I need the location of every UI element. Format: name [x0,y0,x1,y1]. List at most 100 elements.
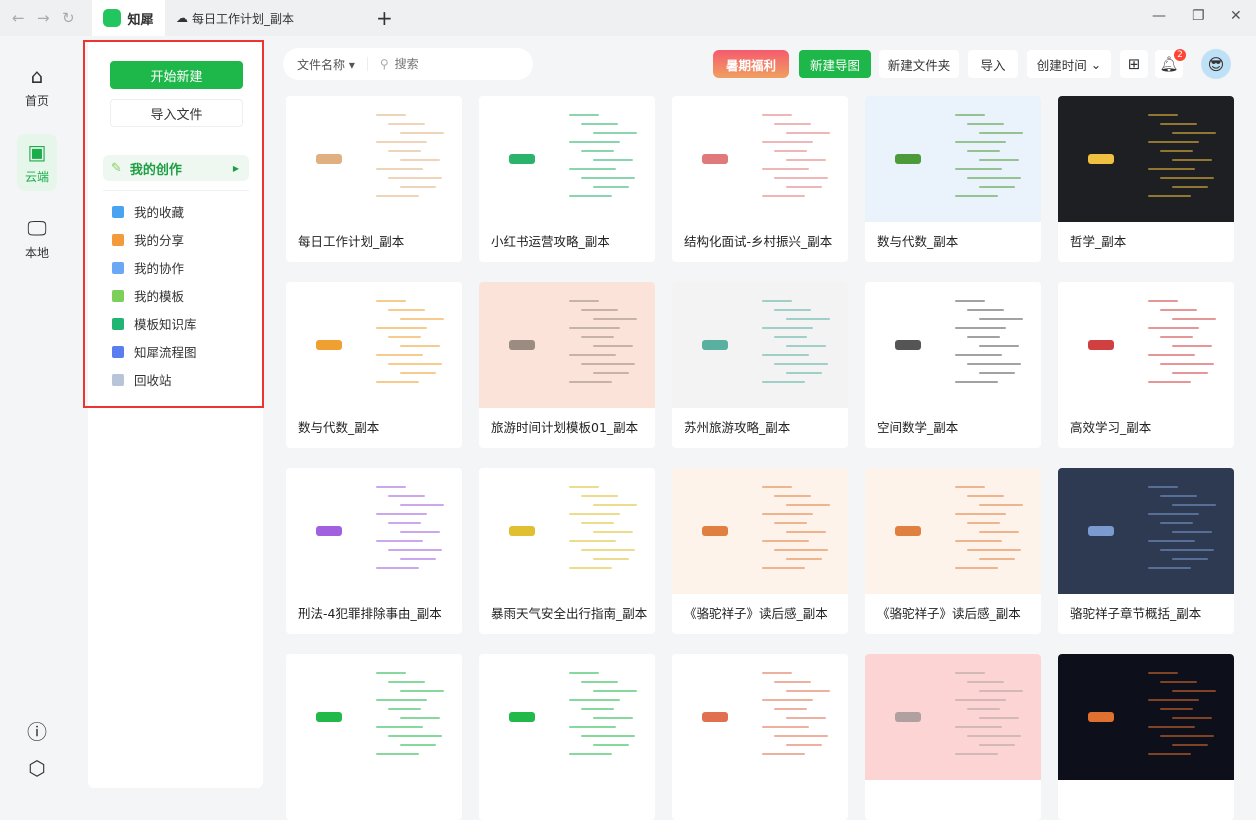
restore-icon[interactable]: ❐ [1192,8,1205,24]
promo-banner[interactable]: 暑期福利 [713,50,789,78]
card-thumbnail [1058,282,1234,408]
help-icon[interactable]: ⓘ [27,720,47,744]
search-icon: ⚲ [366,57,389,71]
notification-badge: 2 [1174,49,1186,61]
file-card[interactable]: 暴雨天气安全出行指南_副本 [479,468,655,634]
sidebar-item[interactable]: 模板知识库 [112,314,197,333]
file-card[interactable]: 骆驼祥子章节概括_副本 [1058,468,1234,634]
card-title [479,780,655,820]
start-new-button[interactable]: 开始新建 [110,61,243,89]
card-thumbnail [479,96,655,222]
sidebar-item[interactable]: 我的模板 [112,286,184,305]
file-card[interactable]: 《骆驼祥子》读后感_副本 [865,468,1041,634]
sidebar-item[interactable]: 回收站 [112,370,172,389]
card-title: 旅游时间计划模板01_副本 [491,420,639,435]
card-title: 每日工作计划_副本 [298,234,405,249]
sort-dropdown[interactable]: 创建时间 ⌄ [1027,50,1111,78]
file-card[interactable]: 结构化面试-乡村振兴_副本 [672,96,848,262]
sidebar-item-icon [112,373,124,386]
rail-item-home[interactable]: ⌂首页 [0,64,74,109]
file-card[interactable]: 空间数学_副本 [865,282,1041,448]
divider [103,190,249,191]
sidebar-item-icon [112,261,124,274]
card-thumbnail [672,654,848,780]
file-card[interactable] [865,654,1041,820]
file-card[interactable] [672,654,848,820]
card-thumbnail [672,282,848,408]
sidebar-item-my-creations[interactable]: ✎ 我的创作 ▶ [103,155,249,181]
card-thumbnail [479,654,655,780]
file-card[interactable]: 旅游时间计划模板01_副本 [479,282,655,448]
card-thumbnail [286,654,462,780]
app-logo-icon [103,9,122,27]
card-thumbnail [672,468,848,594]
search-input[interactable] [394,57,515,71]
sidebar-item-label: 模板知识库 [134,317,197,332]
close-icon[interactable]: ✕ [1230,8,1242,24]
file-card[interactable]: 刑法-4犯罪排除事由_副本 [286,468,462,634]
card-thumbnail [286,468,462,594]
rail-item-local[interactable]: 🖵本地 [0,216,74,261]
card-thumbnail [865,282,1041,408]
file-card[interactable]: 每日工作计划_副本 [286,96,462,262]
caret-right-icon: ▶ [232,163,239,173]
settings-icon[interactable]: ⬡ [28,756,46,780]
bell-icon[interactable]: 🔔︎ [1155,50,1183,78]
tab-app[interactable]: 知犀 [92,0,165,36]
card-thumbnail [865,96,1041,222]
tab-label: 每日工作计划_副本 [192,11,295,26]
forward-icon[interactable]: → [37,9,50,27]
card-title [672,780,848,820]
search-bar: 文件名称 ▾ ⚲ [283,48,533,80]
sidebar-item-label: 我的收藏 [134,205,185,220]
filter-select[interactable]: 文件名称 ▾ [297,57,355,72]
file-card[interactable]: 哲学_副本 [1058,96,1234,262]
sidebar-item[interactable]: 我的收藏 [112,202,184,221]
file-card[interactable] [286,654,462,820]
pencil-icon: ✎ [111,160,122,176]
title-bar: ← → ↻ 知犀 ☁ 每日工作计划_副本 + — ❐ ✕ [0,0,1256,36]
minimize-icon[interactable]: — [1152,8,1166,24]
sidebar-item[interactable]: 我的协作 [112,258,184,277]
card-title: 哲学_副本 [1070,234,1127,249]
grid-view-icon[interactable]: ⊞ [1120,50,1148,78]
card-title [865,780,1041,820]
back-icon[interactable]: ← [12,9,25,27]
file-card[interactable]: 数与代数_副本 [286,282,462,448]
file-card[interactable]: 数与代数_副本 [865,96,1041,262]
new-folder-button[interactable]: 新建文件夹 [879,50,959,78]
file-card[interactable]: 小红书运营攻略_副本 [479,96,655,262]
card-title [1058,780,1234,820]
card-title: 小红书运营攻略_副本 [491,234,610,249]
file-card[interactable]: 苏州旅游攻略_副本 [672,282,848,448]
tab-document[interactable]: ☁ 每日工作计划_副本 [176,0,294,36]
import-file-button[interactable]: 导入文件 [110,99,243,127]
card-title: 数与代数_副本 [877,234,959,249]
card-thumbnail [865,654,1041,780]
cloud-icon: ☁ [176,11,188,25]
rail-label: 云端 [24,170,49,184]
file-card[interactable]: 高效学习_副本 [1058,282,1234,448]
sidebar-item-icon [112,289,124,302]
sidebar-item-label: 我的创作 [129,162,182,178]
rail-item-cloud[interactable]: ▣云端 [0,134,74,191]
file-card[interactable] [1058,654,1234,820]
new-map-button[interactable]: 新建导图 [799,50,871,78]
avatar[interactable]: 😎 [1201,49,1231,79]
filter-label: 文件名称 [297,57,346,72]
file-card[interactable] [479,654,655,820]
sidebar-item-label: 我的分享 [134,233,185,248]
import-button[interactable]: 导入 [968,50,1018,78]
home-icon: ⌂ [30,64,44,88]
card-title [286,780,462,820]
card-thumbnail [479,282,655,408]
left-rail: ⌂首页 ▣云端 🖵本地 ⓘ ⬡ [0,36,74,801]
file-card[interactable]: 《骆驼祥子》读后感_副本 [672,468,848,634]
sidebar-item[interactable]: 知犀流程图 [112,342,197,361]
new-tab-button[interactable]: + [376,6,393,30]
card-title: 《骆驼祥子》读后感_副本 [877,606,1021,621]
sidebar-item-icon [112,205,124,218]
reload-icon[interactable]: ↻ [62,9,75,27]
sidebar-item[interactable]: 我的分享 [112,230,184,249]
sidebar-item-label: 我的模板 [134,289,185,304]
